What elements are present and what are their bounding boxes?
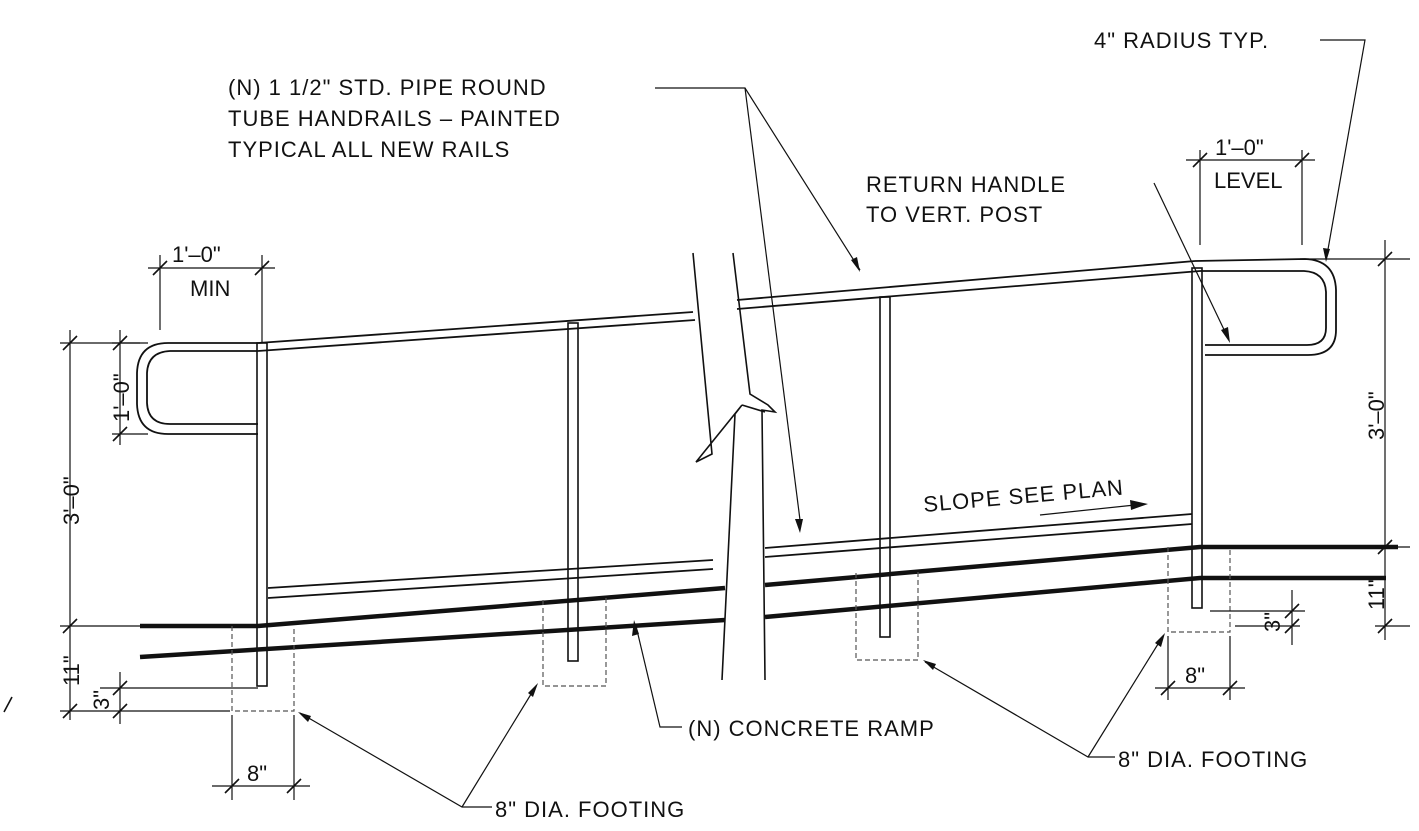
post-2 [567, 322, 579, 662]
return-handle-line-1: RETURN HANDLE [866, 172, 1066, 197]
annotation-labels: 4" RADIUS TYP. (N) 1 1/2" STD. PIPE ROUN… [228, 28, 1308, 822]
pipe-label-line-3: TYPICAL ALL NEW RAILS [228, 137, 510, 162]
pipe-label-line-2: TUBE HANDRAILS – PAINTED [228, 106, 561, 131]
footing-3 [855, 571, 919, 661]
dim-right-ext: 1'–0" [1215, 135, 1264, 160]
dim-left-depth: 11" [59, 655, 84, 686]
slope-label: SLOPE SEE PLAN [922, 475, 1125, 517]
pipe-label-line-1: (N) 1 1/2" STD. PIPE ROUND [228, 75, 547, 100]
post-4 [1191, 267, 1203, 609]
post-3 [879, 296, 891, 638]
return-handle-line-2: TO VERT. POST [866, 202, 1043, 227]
radius-label: 4" RADIUS TYP. [1094, 28, 1269, 53]
dim-right-embed: 3" [1260, 612, 1285, 632]
dim-footing-right-width: 8" [1185, 663, 1205, 688]
post-1 [256, 342, 268, 687]
footing-2 [542, 598, 607, 687]
dim-right-ext-note: LEVEL [1214, 168, 1283, 193]
dim-footing-left-width: 8" [247, 761, 267, 786]
top-handrail [136, 258, 1337, 435]
dim-left-ext-note: MIN [190, 276, 230, 301]
break-line [692, 252, 778, 681]
bottom-rail [267, 513, 1193, 599]
dim-right-height: 3'–0" [1364, 391, 1389, 440]
dimension-texts: 1'–0" MIN 1'–0" LEVEL 1'–0" 3'–0" 11" 3"… [59, 135, 1389, 786]
concrete-ramp [139, 544, 1398, 660]
dim-left-return: 1'–0" [109, 373, 134, 422]
dim-left-embed: 3" [89, 690, 114, 710]
slope-arrow [1039, 500, 1148, 516]
leader-lines [298, 39, 1366, 808]
footing-1 [231, 626, 295, 712]
dimension-lines [3, 150, 1410, 800]
dim-right-depth: 11" [1364, 579, 1389, 610]
dim-left-height: 3'–0" [59, 476, 84, 525]
concrete-ramp-label: (N) CONCRETE RAMP [688, 716, 935, 741]
footing-bottom-label: 8" DIA. FOOTING [495, 797, 685, 822]
footing-4 [1167, 547, 1231, 633]
footings [231, 547, 1231, 712]
posts [256, 267, 1203, 687]
dim-left-ext: 1'–0" [172, 242, 221, 267]
footing-right-label: 8" DIA. FOOTING [1118, 747, 1308, 772]
